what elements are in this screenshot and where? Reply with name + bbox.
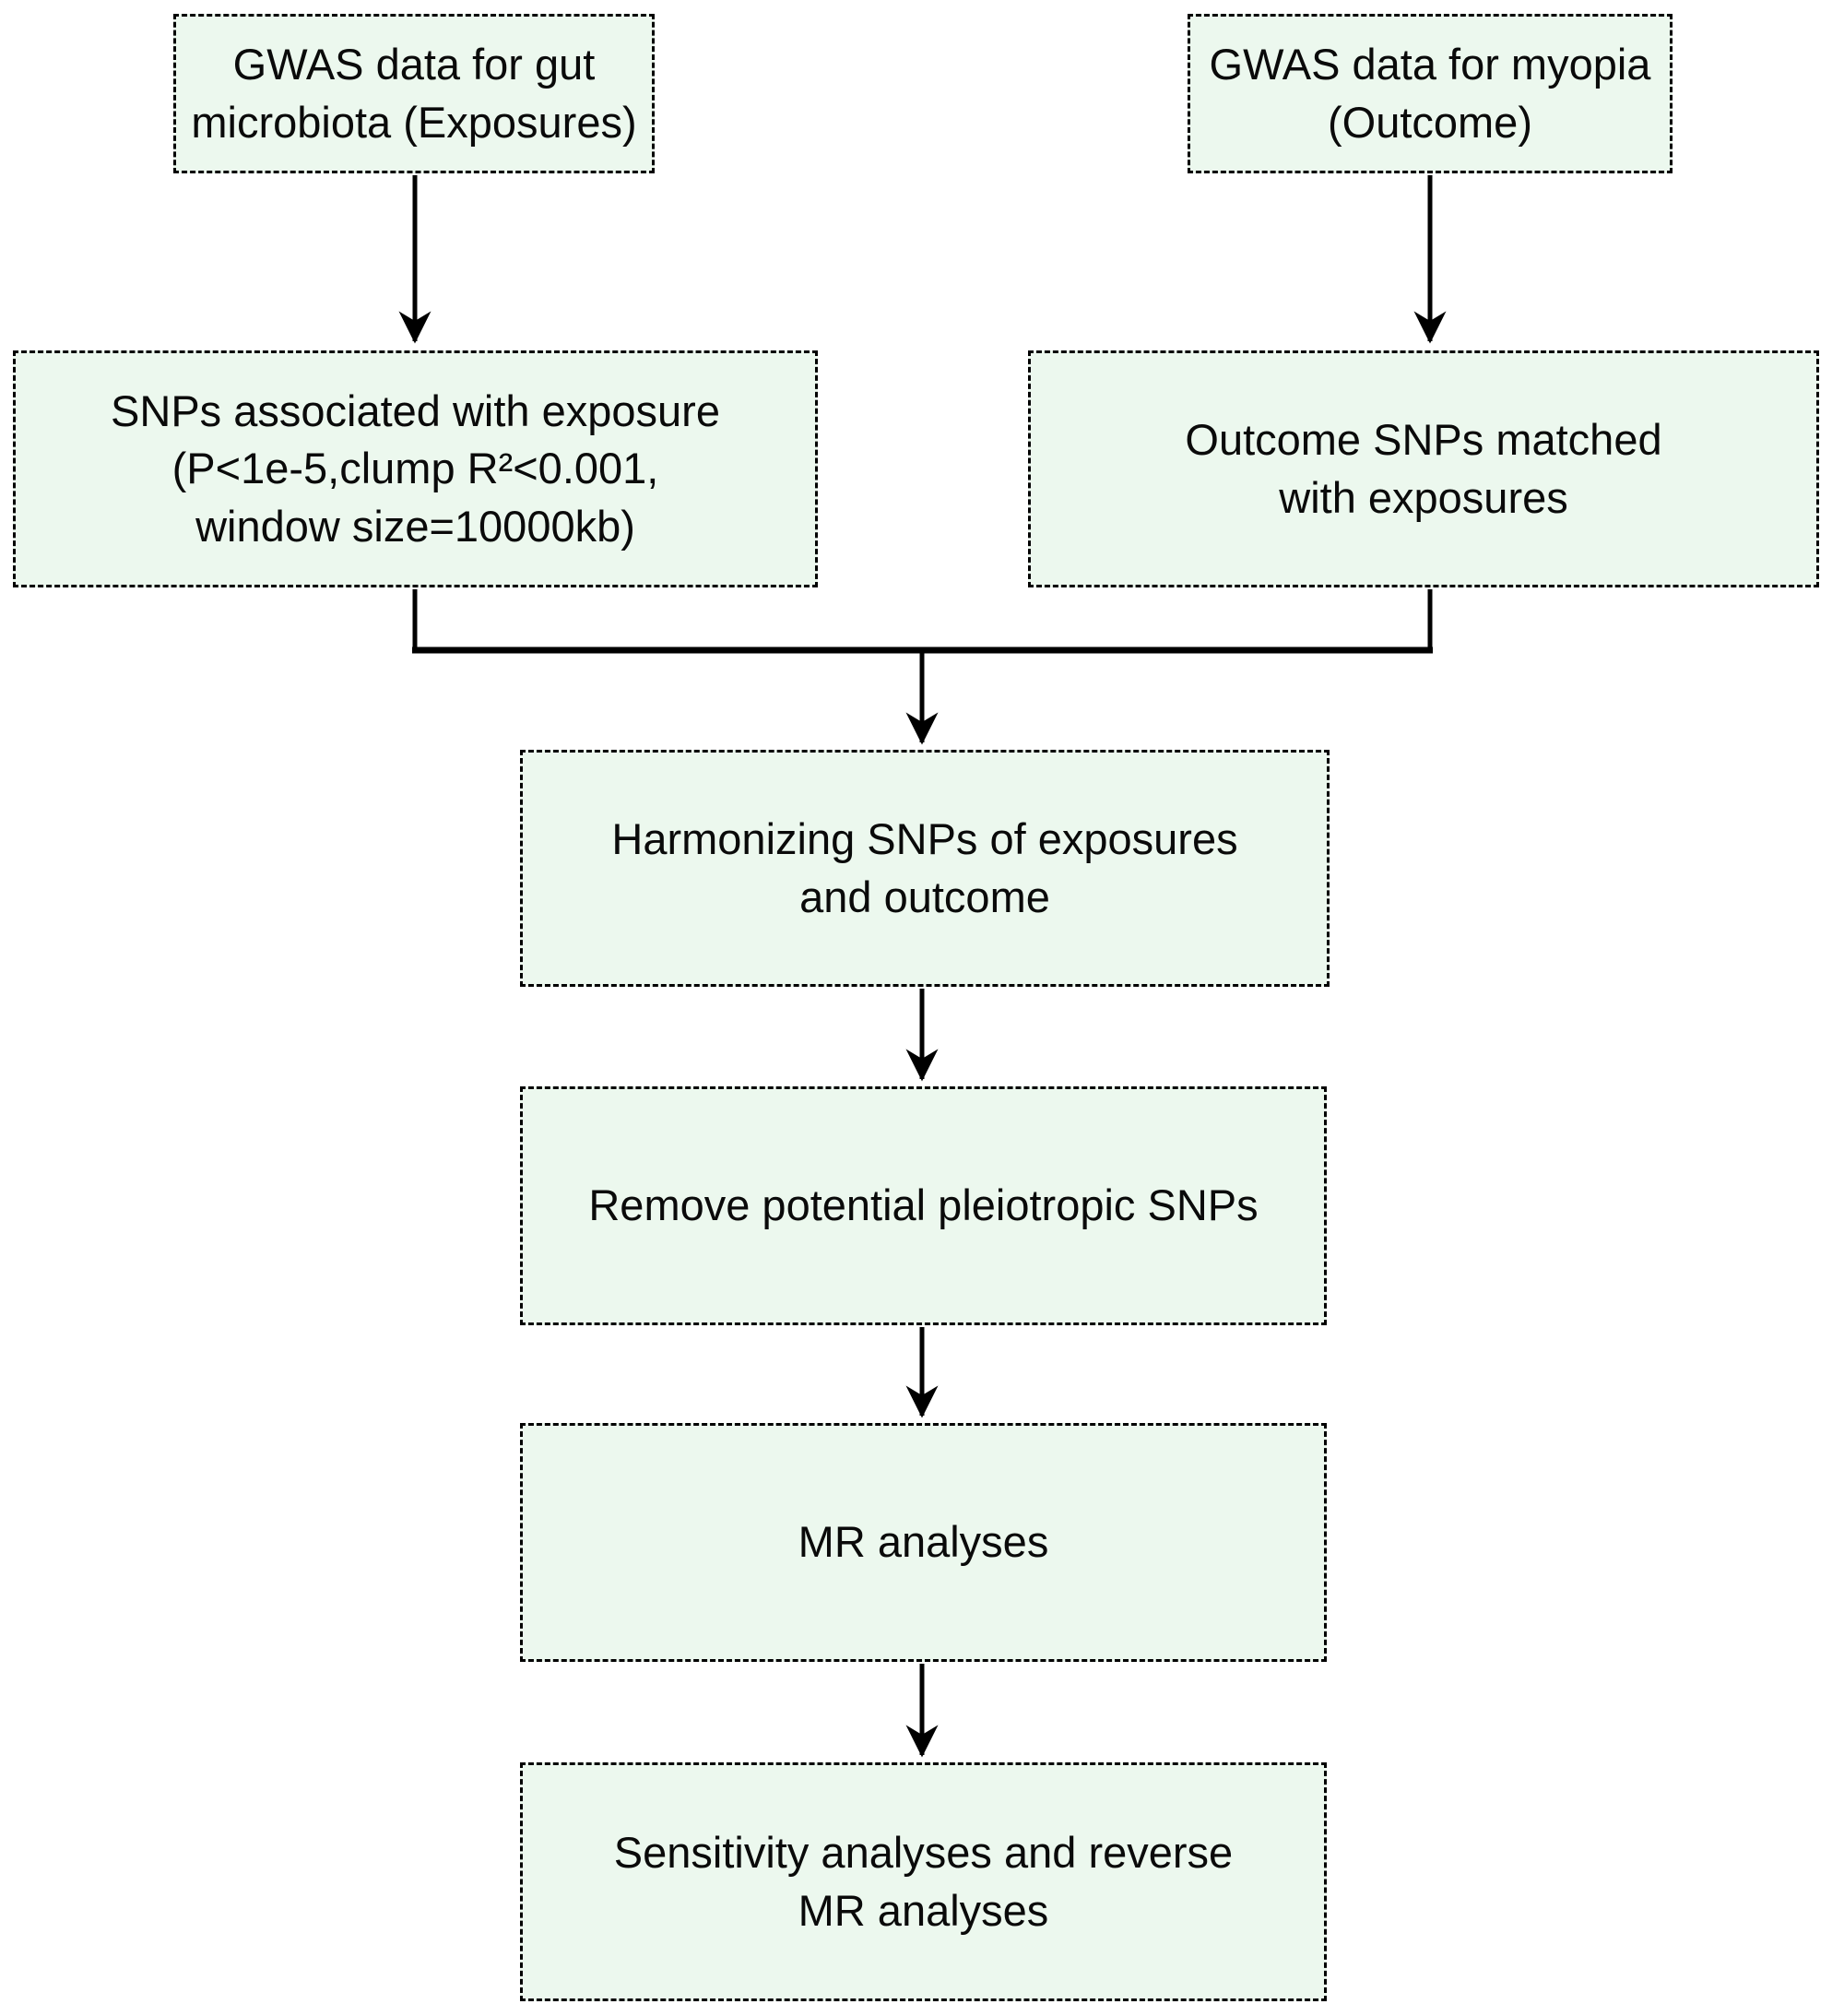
node-harmonizing-snps: Harmonizing SNPs of exposures and outcom… bbox=[520, 750, 1330, 987]
node-label-gwas-outcome: GWAS data for myopia (Outcome) bbox=[1209, 40, 1651, 147]
node-label-snps-exposure: SNPs associated with exposure (P<1e-5,cl… bbox=[111, 386, 720, 551]
node-label-remove-pleiotropic: Remove potential pleiotropic SNPs bbox=[588, 1180, 1259, 1230]
node-label-harmonizing: Harmonizing SNPs of exposures and outcom… bbox=[611, 814, 1238, 921]
node-label-sensitivity: Sensitivity analyses and reverse MR anal… bbox=[613, 1828, 1234, 1935]
node-sensitivity-reverse-mr: Sensitivity analyses and reverse MR anal… bbox=[520, 1762, 1327, 2001]
node-snps-associated-with-exposure: SNPs associated with exposure (P<1e-5,cl… bbox=[13, 350, 818, 587]
node-mr-analyses: MR analyses bbox=[520, 1423, 1327, 1662]
node-gwas-data-outcome: GWAS data for myopia (Outcome) bbox=[1188, 14, 1673, 173]
node-outcome-snps-matched: Outcome SNPs matched with exposures bbox=[1028, 350, 1819, 587]
node-gwas-data-exposures: GWAS data for gut microbiota (Exposures) bbox=[173, 14, 655, 173]
node-label-outcome-snps: Outcome SNPs matched with exposures bbox=[1185, 415, 1662, 522]
node-label-gwas-exposures: GWAS data for gut microbiota (Exposures) bbox=[191, 40, 637, 147]
node-remove-pleiotropic-snps: Remove potential pleiotropic SNPs bbox=[520, 1086, 1327, 1325]
node-label-mr-analyses: MR analyses bbox=[798, 1517, 1049, 1567]
